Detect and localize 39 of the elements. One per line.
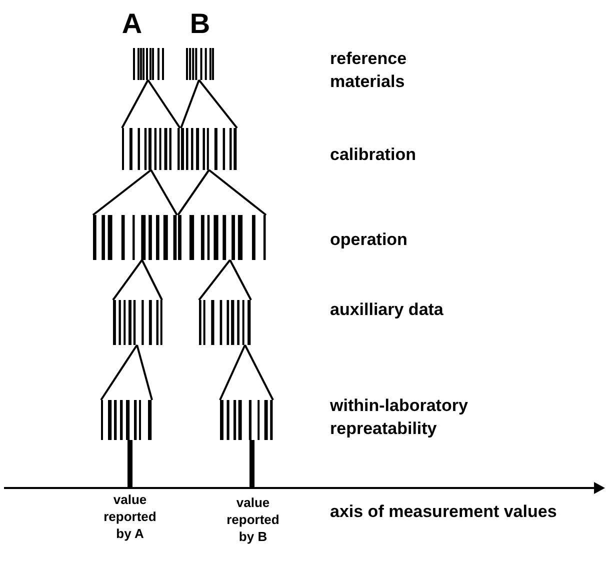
column-letter: B (188, 12, 212, 35)
bar-cluster (113, 300, 162, 345)
connector-line (198, 79, 238, 129)
connector-line (128, 440, 132, 487)
connector-line (250, 440, 254, 487)
connector-line (198, 259, 231, 301)
connector-line (136, 344, 153, 400)
bar-cluster (186, 48, 214, 80)
axis-arrow (4, 482, 605, 494)
level-label: calibration (330, 144, 417, 166)
connector-line (112, 259, 143, 301)
bar-cluster (101, 400, 152, 440)
connector-line (180, 80, 200, 128)
connector-line (229, 260, 252, 300)
level-label: operation (330, 229, 408, 251)
level-label: reference materials (330, 48, 408, 93)
connector-line (208, 169, 267, 216)
value-label: value reported by A (102, 491, 158, 542)
column-letter: A (120, 12, 144, 35)
connector-line (177, 169, 210, 216)
connector-line (100, 344, 138, 401)
bar-cluster (122, 128, 180, 170)
connector-line (147, 79, 181, 129)
connector-line (92, 169, 152, 216)
level-label: within-laboratory repreatability (330, 395, 469, 440)
bar-cluster (93, 215, 177, 260)
bar-cluster (178, 215, 266, 260)
level-label: auxilliary data (330, 299, 444, 321)
bar-cluster (220, 400, 273, 440)
bar-cluster (199, 300, 251, 345)
connector-line (219, 344, 246, 400)
value-label: value reported by B (226, 494, 280, 545)
connector-line (150, 170, 178, 216)
connector-line (244, 344, 274, 400)
bar-cluster (133, 48, 164, 80)
connector-line (141, 260, 163, 300)
axis-label: axis of measurement values (330, 501, 558, 523)
bar-cluster (181, 128, 237, 170)
connector-line (121, 80, 149, 128)
